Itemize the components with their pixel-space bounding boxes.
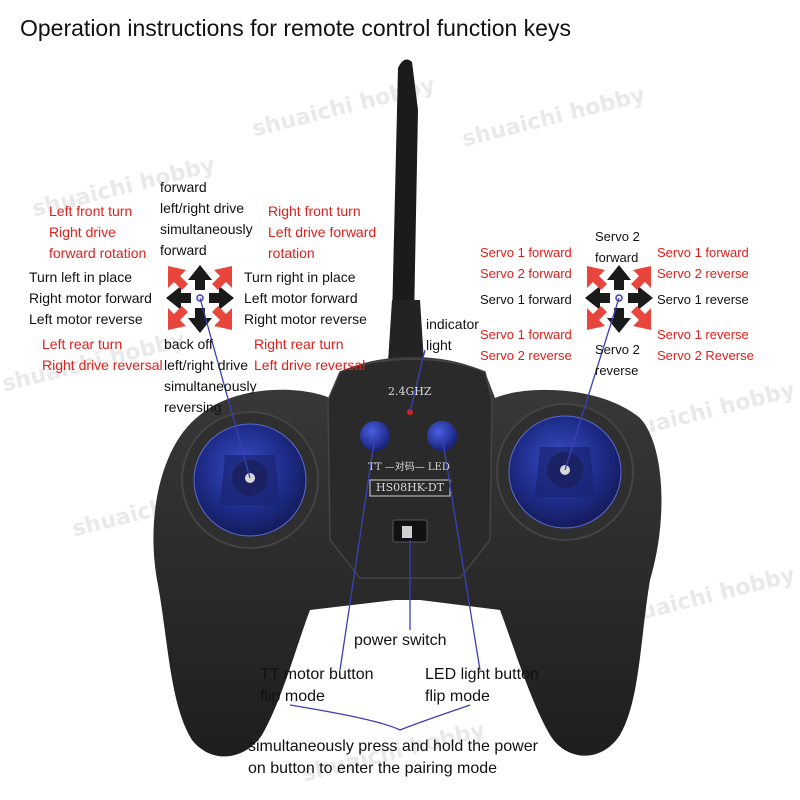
arrow-up-right-icon: [212, 266, 232, 290]
arrow-right-icon: [209, 286, 234, 310]
center-dot: [615, 294, 623, 302]
page-title: Operation instructions for remote contro…: [20, 15, 571, 41]
antenna: [388, 59, 424, 362]
arrow-down-icon: [607, 308, 631, 333]
arrow-down-icon: [188, 308, 212, 333]
arrow-up-icon: [188, 265, 212, 290]
left-joystick: [193, 423, 307, 537]
arrow-left-icon: [585, 286, 610, 310]
right-right-label: Servo 1 reverse: [657, 292, 749, 307]
left-direction-arrows: [166, 265, 234, 333]
right-joystick: [508, 415, 622, 529]
model-label: HS08HK-DT: [376, 481, 445, 494]
pairing-strip-label: TT —对码— LED: [368, 462, 450, 473]
arrow-right-icon: [628, 286, 653, 310]
arrow-down-right-icon: [631, 306, 651, 330]
arrow-left-icon: [166, 286, 191, 310]
leader-lines: [199, 297, 620, 731]
arrow-down-right-icon: [212, 306, 232, 330]
arrow-down-left-icon: [168, 306, 188, 330]
arrow-up-left-icon: [587, 266, 607, 290]
arrow-up-icon: [607, 265, 631, 290]
right-direction-arrows: [585, 265, 653, 333]
right-left-label: Servo 1 forward: [480, 292, 572, 307]
power-switch-slider[interactable]: [402, 526, 412, 538]
arrow-up-right-icon: [631, 266, 651, 290]
center-dot: [196, 294, 204, 302]
power-switch-label: power switch: [354, 632, 447, 649]
arrow-up-left-icon: [168, 266, 188, 290]
band-label: 2.4GHZ: [388, 385, 432, 398]
arrow-down-left-icon: [587, 306, 607, 330]
